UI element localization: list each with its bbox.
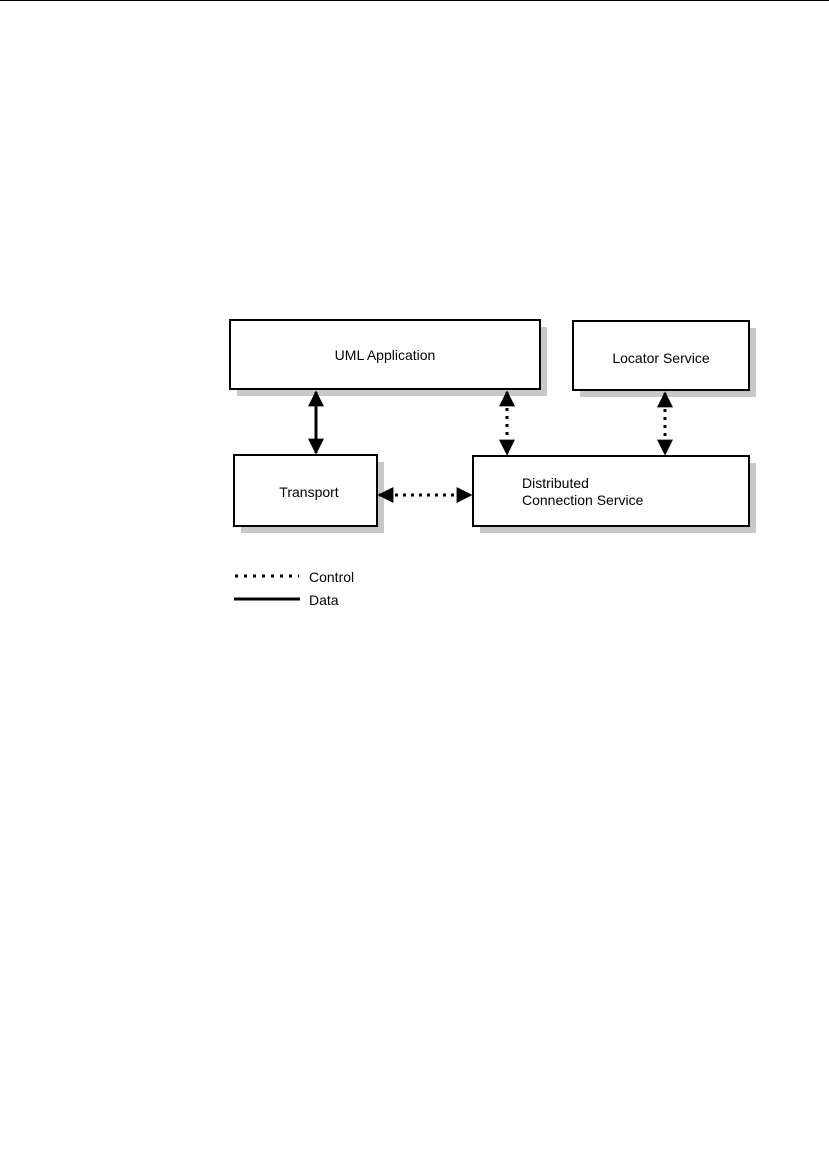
legend: Control Data	[234, 569, 354, 608]
distributed-connection-service-box	[472, 455, 750, 527]
locator-service-label: Locator Service	[612, 350, 709, 366]
uml-application-box	[229, 319, 541, 390]
legend-data-label: Data	[309, 592, 339, 608]
locator-service-box	[572, 320, 750, 391]
transport-node: Transport	[233, 454, 384, 533]
distributed-connection-service-label-line2: Connection Service	[522, 492, 644, 508]
page-top-rule	[0, 0, 829, 1]
uml-application-node: UML Application	[229, 319, 547, 396]
uml-application-label: UML Application	[335, 347, 436, 363]
locator-service-node: Locator Service	[572, 320, 756, 397]
distributed-connection-service-label-line1: Distributed	[522, 475, 589, 491]
transport-label: Transport	[279, 484, 339, 500]
distributed-connection-service-node: Distributed Connection Service	[472, 455, 756, 533]
legend-control-label: Control	[309, 569, 354, 585]
transport-box	[233, 454, 378, 527]
